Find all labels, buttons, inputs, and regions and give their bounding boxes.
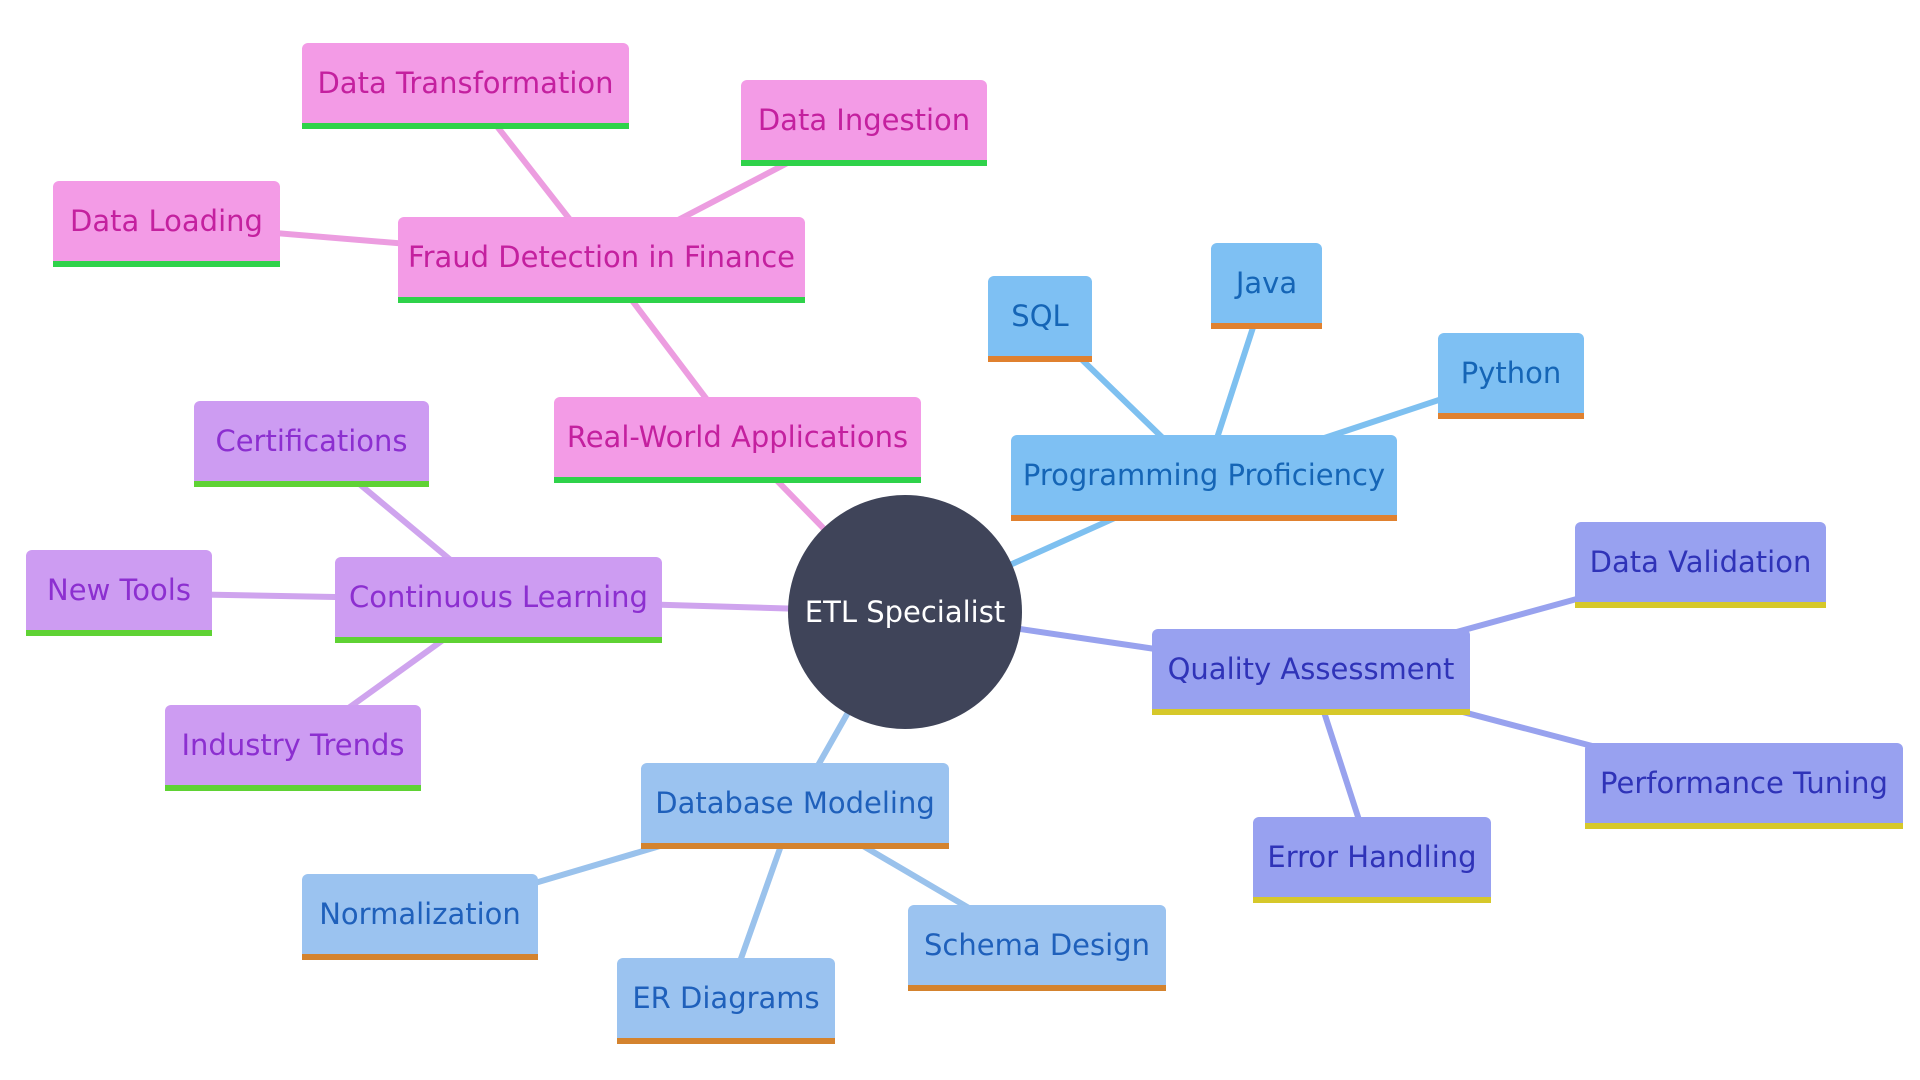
node-data-transformation: Data Transformation: [302, 43, 629, 129]
node-label: Schema Design: [924, 928, 1150, 962]
node-label: Java: [1235, 266, 1298, 300]
node-data-validation: Data Validation: [1575, 522, 1826, 608]
node-real-world-applications: Real-World Applications: [554, 397, 921, 483]
node-java: Java: [1211, 243, 1322, 329]
node-continuous-learning: Continuous Learning: [335, 557, 662, 643]
node-certifications: Certifications: [194, 401, 429, 487]
node-label: Data Loading: [70, 204, 263, 238]
node-label: Data Transformation: [317, 66, 614, 100]
node-schema-design: Schema Design: [908, 905, 1166, 991]
node-normalization: Normalization: [302, 874, 538, 960]
node-new-tools: New Tools: [26, 550, 212, 636]
node-python: Python: [1438, 333, 1584, 419]
node-label: Data Ingestion: [757, 103, 971, 137]
node-programming-proficiency: Programming Proficiency: [1011, 435, 1397, 521]
node-label: New Tools: [47, 573, 191, 607]
node-label: Python: [1460, 356, 1562, 390]
root-node-label: ETL Specialist: [804, 595, 1006, 629]
node-data-ingestion: Data Ingestion: [741, 80, 987, 166]
node-label: Quality Assessment: [1167, 652, 1455, 686]
node-fraud-detection: Fraud Detection in Finance: [398, 217, 805, 303]
node-label: Continuous Learning: [349, 580, 648, 614]
node-data-loading: Data Loading: [53, 181, 280, 267]
node-error-handling: Error Handling: [1253, 817, 1491, 903]
node-label: Normalization: [319, 897, 521, 931]
node-label: Real-World Applications: [566, 420, 909, 454]
node-label: Programming Proficiency: [1022, 458, 1386, 492]
node-label: Fraud Detection in Finance: [408, 240, 795, 274]
node-er-diagrams: ER Diagrams: [617, 958, 835, 1044]
node-label: ER Diagrams: [632, 981, 820, 1015]
node-sql: SQL: [988, 276, 1092, 362]
node-label: Data Validation: [1589, 545, 1812, 579]
node-label: Certifications: [215, 424, 408, 458]
node-database-modeling: Database Modeling: [641, 763, 949, 849]
node-label: Performance Tuning: [1600, 766, 1888, 800]
node-performance-tuning: Performance Tuning: [1585, 743, 1903, 829]
node-industry-trends: Industry Trends: [165, 705, 421, 791]
node-label: Database Modeling: [655, 786, 935, 820]
root-node-etl-specialist: ETL Specialist: [788, 495, 1022, 729]
node-label: SQL: [1011, 299, 1069, 333]
node-quality-assessment: Quality Assessment: [1152, 629, 1470, 715]
node-label: Error Handling: [1267, 840, 1477, 874]
node-label: Industry Trends: [181, 728, 405, 762]
